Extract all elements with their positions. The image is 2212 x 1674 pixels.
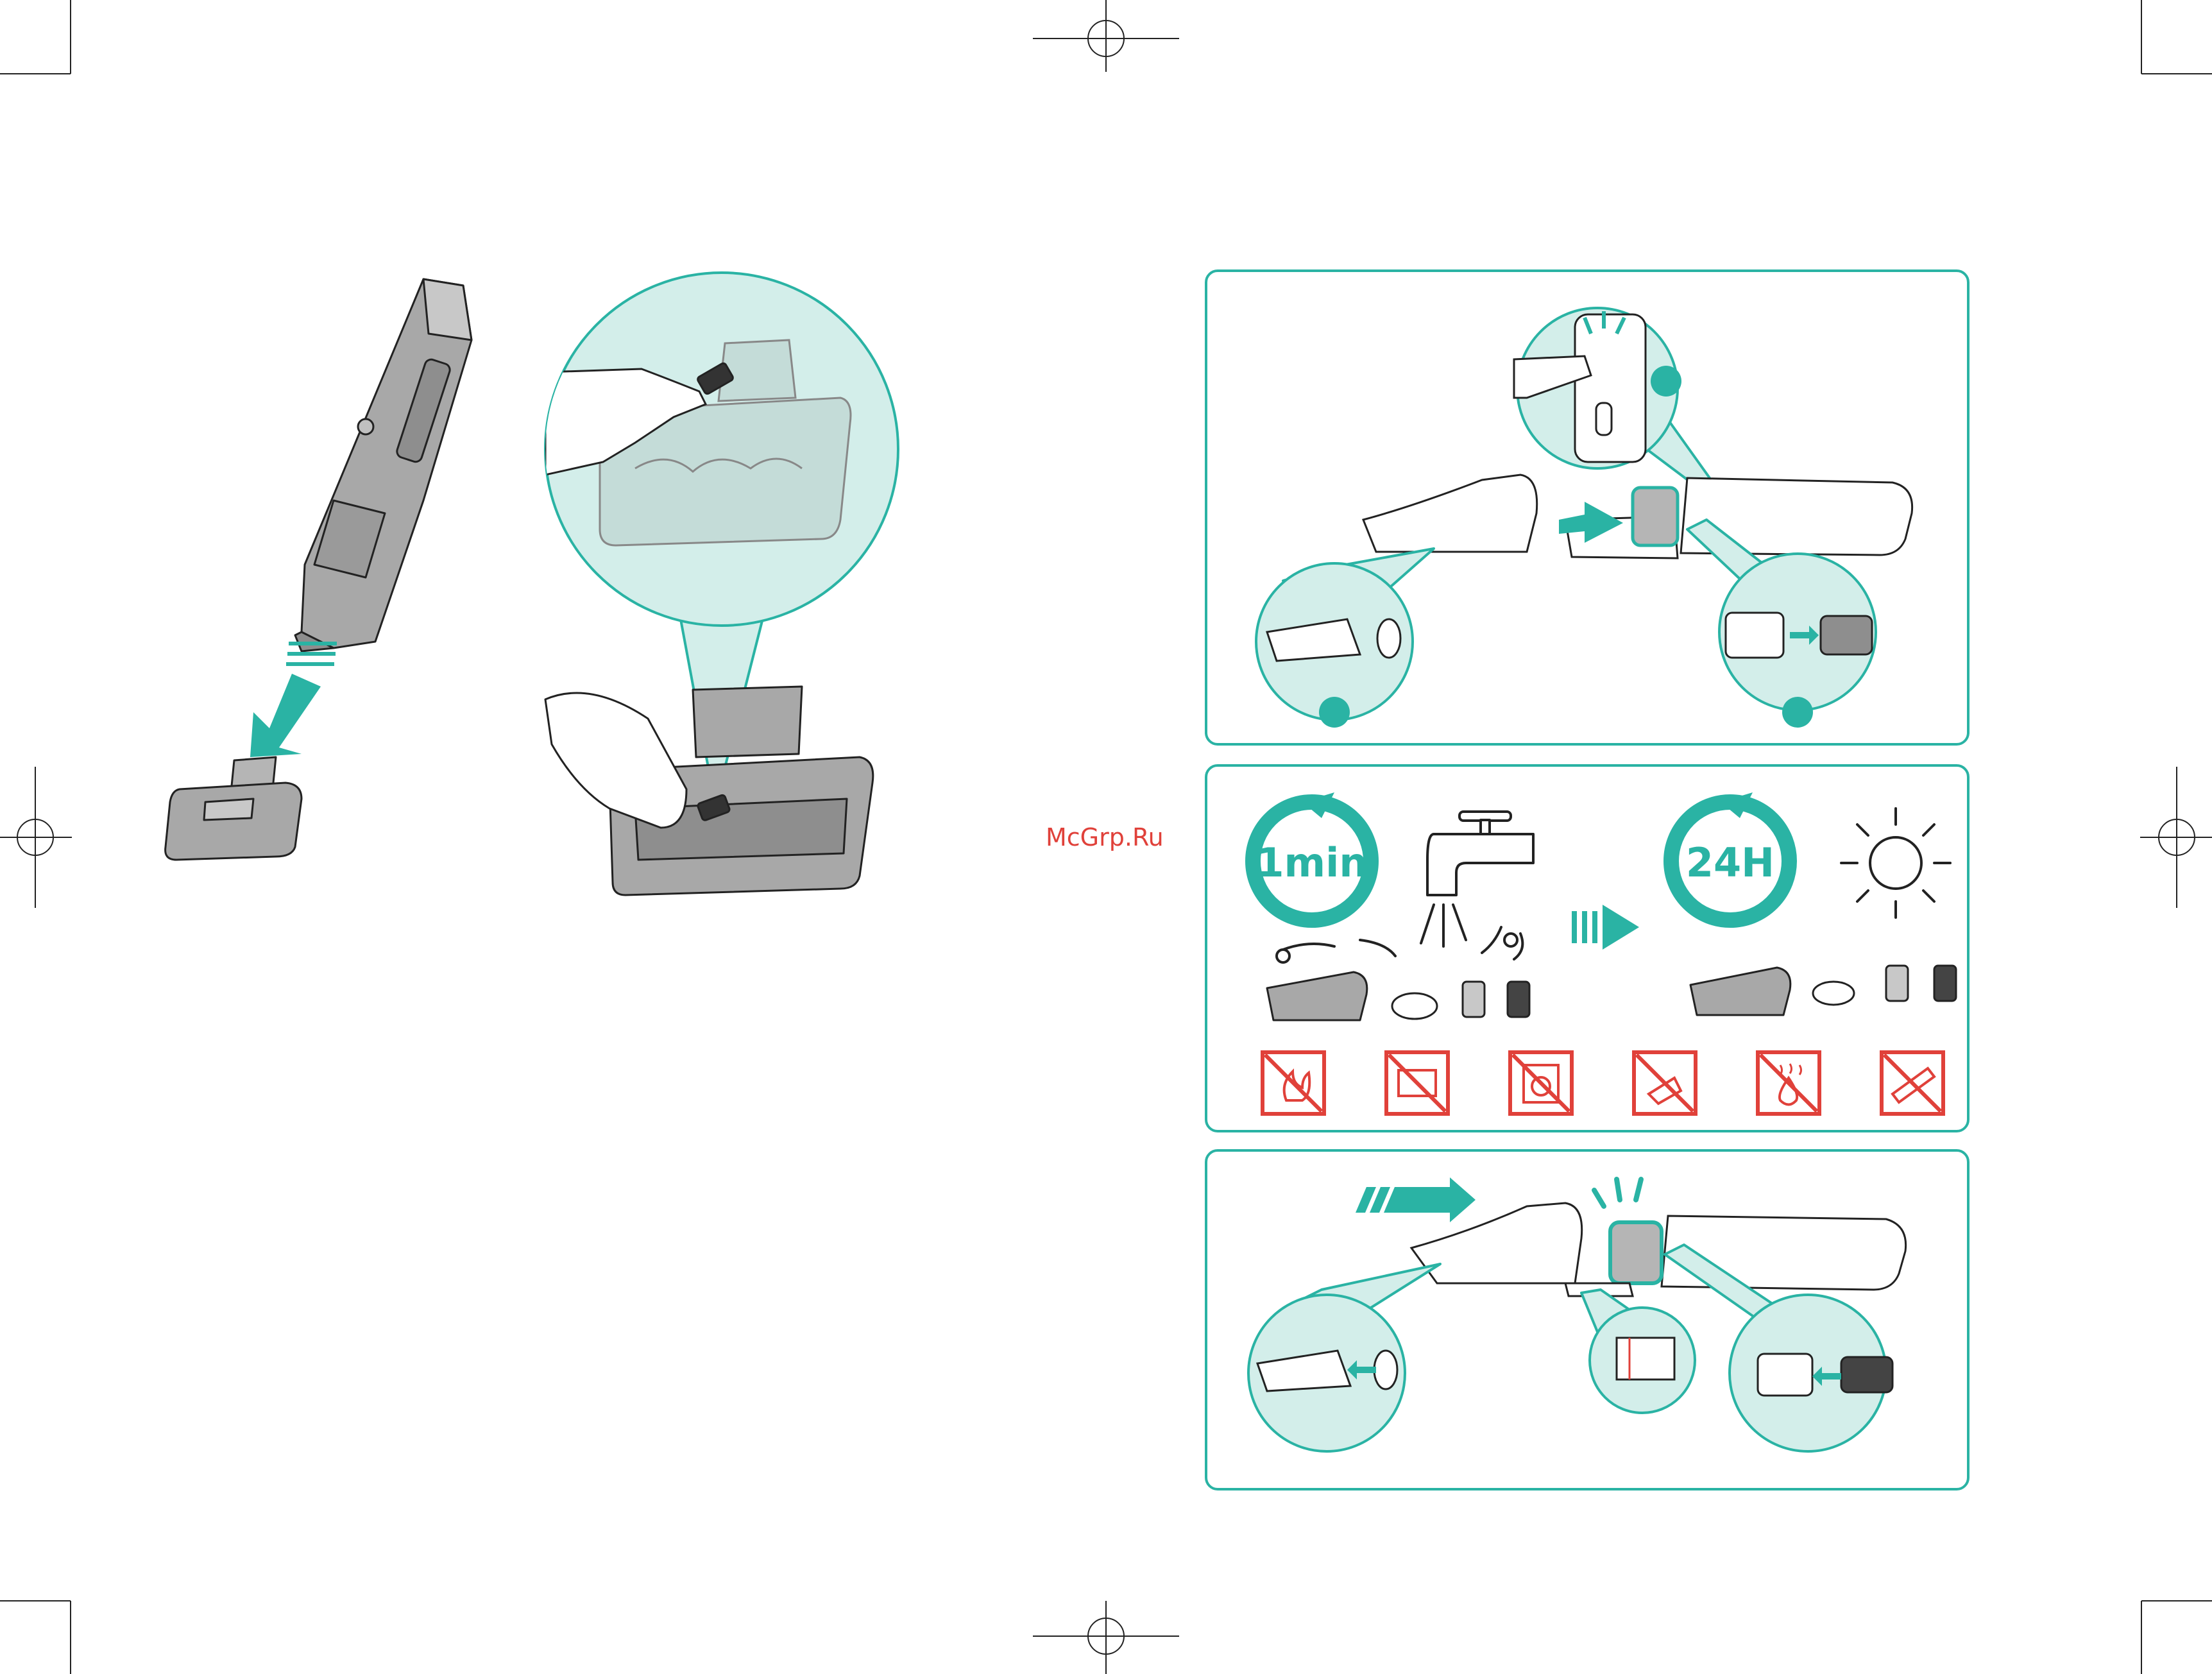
no-dishwasher-icon xyxy=(1634,1052,1696,1114)
watermark: McGrp.Ru xyxy=(1046,823,1164,851)
handheld-vacuum-illustration xyxy=(295,279,472,651)
brush-head-cleaning-illustration xyxy=(545,687,873,895)
no-fire-icon xyxy=(1263,1052,1324,1114)
mini-brush-head-illustration xyxy=(166,757,302,860)
panel-wash-and-dry: 1min 24H xyxy=(1206,765,1968,1131)
dry-time-label: 24H xyxy=(1686,839,1774,886)
no-washing-machine-icon xyxy=(1510,1052,1572,1114)
step-dot xyxy=(1651,366,1681,397)
release-button-detail xyxy=(1575,314,1646,462)
registration-mark-bottom xyxy=(1033,1601,1179,1674)
registration-mark-right xyxy=(2140,767,2212,908)
panel-disassemble-filter xyxy=(1206,271,1968,744)
panel-reassemble-filter xyxy=(1206,1150,1968,1489)
registration-mark-top xyxy=(1033,0,1179,72)
filter-unit-illustration xyxy=(1610,1222,1662,1283)
registration-mark-left xyxy=(0,767,72,908)
motion-arrow-down xyxy=(250,642,337,757)
no-microwave-icon xyxy=(1386,1052,1448,1114)
rinse-time-label: 1min xyxy=(1256,839,1367,886)
filter-unit-illustration xyxy=(1633,488,1678,545)
no-brush-icon xyxy=(1882,1052,1943,1114)
no-hot-water-icon xyxy=(1758,1052,1819,1114)
